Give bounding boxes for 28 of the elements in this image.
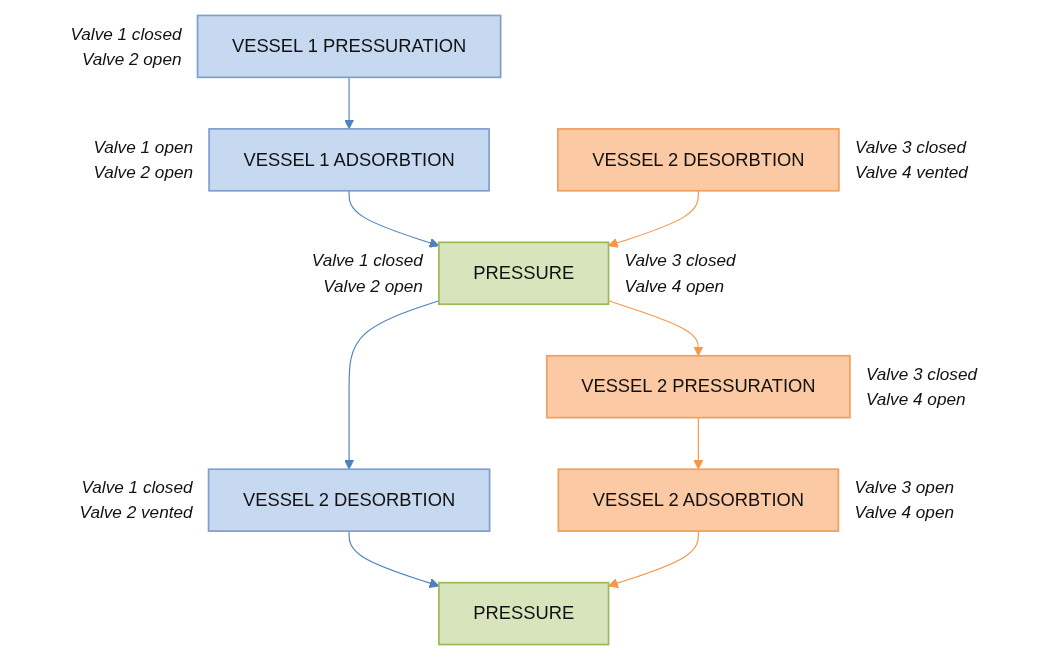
valve-state-note: Valve 4 open — [854, 502, 954, 523]
node-box: PRESSURE — [437, 581, 610, 646]
arrow — [343, 76, 354, 130]
arrow — [693, 417, 704, 470]
node-box: VESSEL 2 DESORBTION — [207, 468, 491, 532]
node-box: VESSEL 2 DESORBTION — [556, 128, 840, 192]
valve-state-note: Valve 4 open — [865, 389, 966, 410]
valve-state-note: Valve 2 vented — [79, 502, 193, 523]
valve-state-note: Valve 2 open — [81, 48, 182, 69]
valve-state-note: Valve 3 closed — [624, 250, 736, 271]
node-box: VESSEL 2 PRESSURATION — [545, 354, 851, 419]
valve-state-note: Valve 3 open — [854, 477, 954, 498]
arrow — [607, 190, 699, 248]
valve-state-note: Valve 4 open — [624, 275, 725, 296]
valve-state-note: Valve 1 closed — [311, 250, 423, 271]
valve-state-note: Valve 2 open — [93, 162, 193, 183]
node-box: VESSEL 2 ADSORBTION — [557, 468, 840, 532]
valve-state-note: Valve 2 open — [323, 275, 423, 296]
node-box: VESSEL 1 ADSORBTION — [208, 128, 490, 192]
valve-state-note: Valve 1 closed — [81, 477, 193, 498]
arrow — [343, 300, 440, 470]
valve-state-note: Valve 1 closed — [70, 23, 182, 44]
valve-state-note: Valve 4 vented — [854, 162, 968, 183]
node-box: VESSEL 1 PRESSURATION — [196, 14, 502, 79]
node-box: PRESSURE — [437, 241, 610, 306]
valve-state-note: Valve 3 closed — [865, 363, 977, 384]
valve-state-note: Valve 3 closed — [854, 136, 966, 157]
valve-state-note: Valve 1 open — [93, 136, 193, 157]
